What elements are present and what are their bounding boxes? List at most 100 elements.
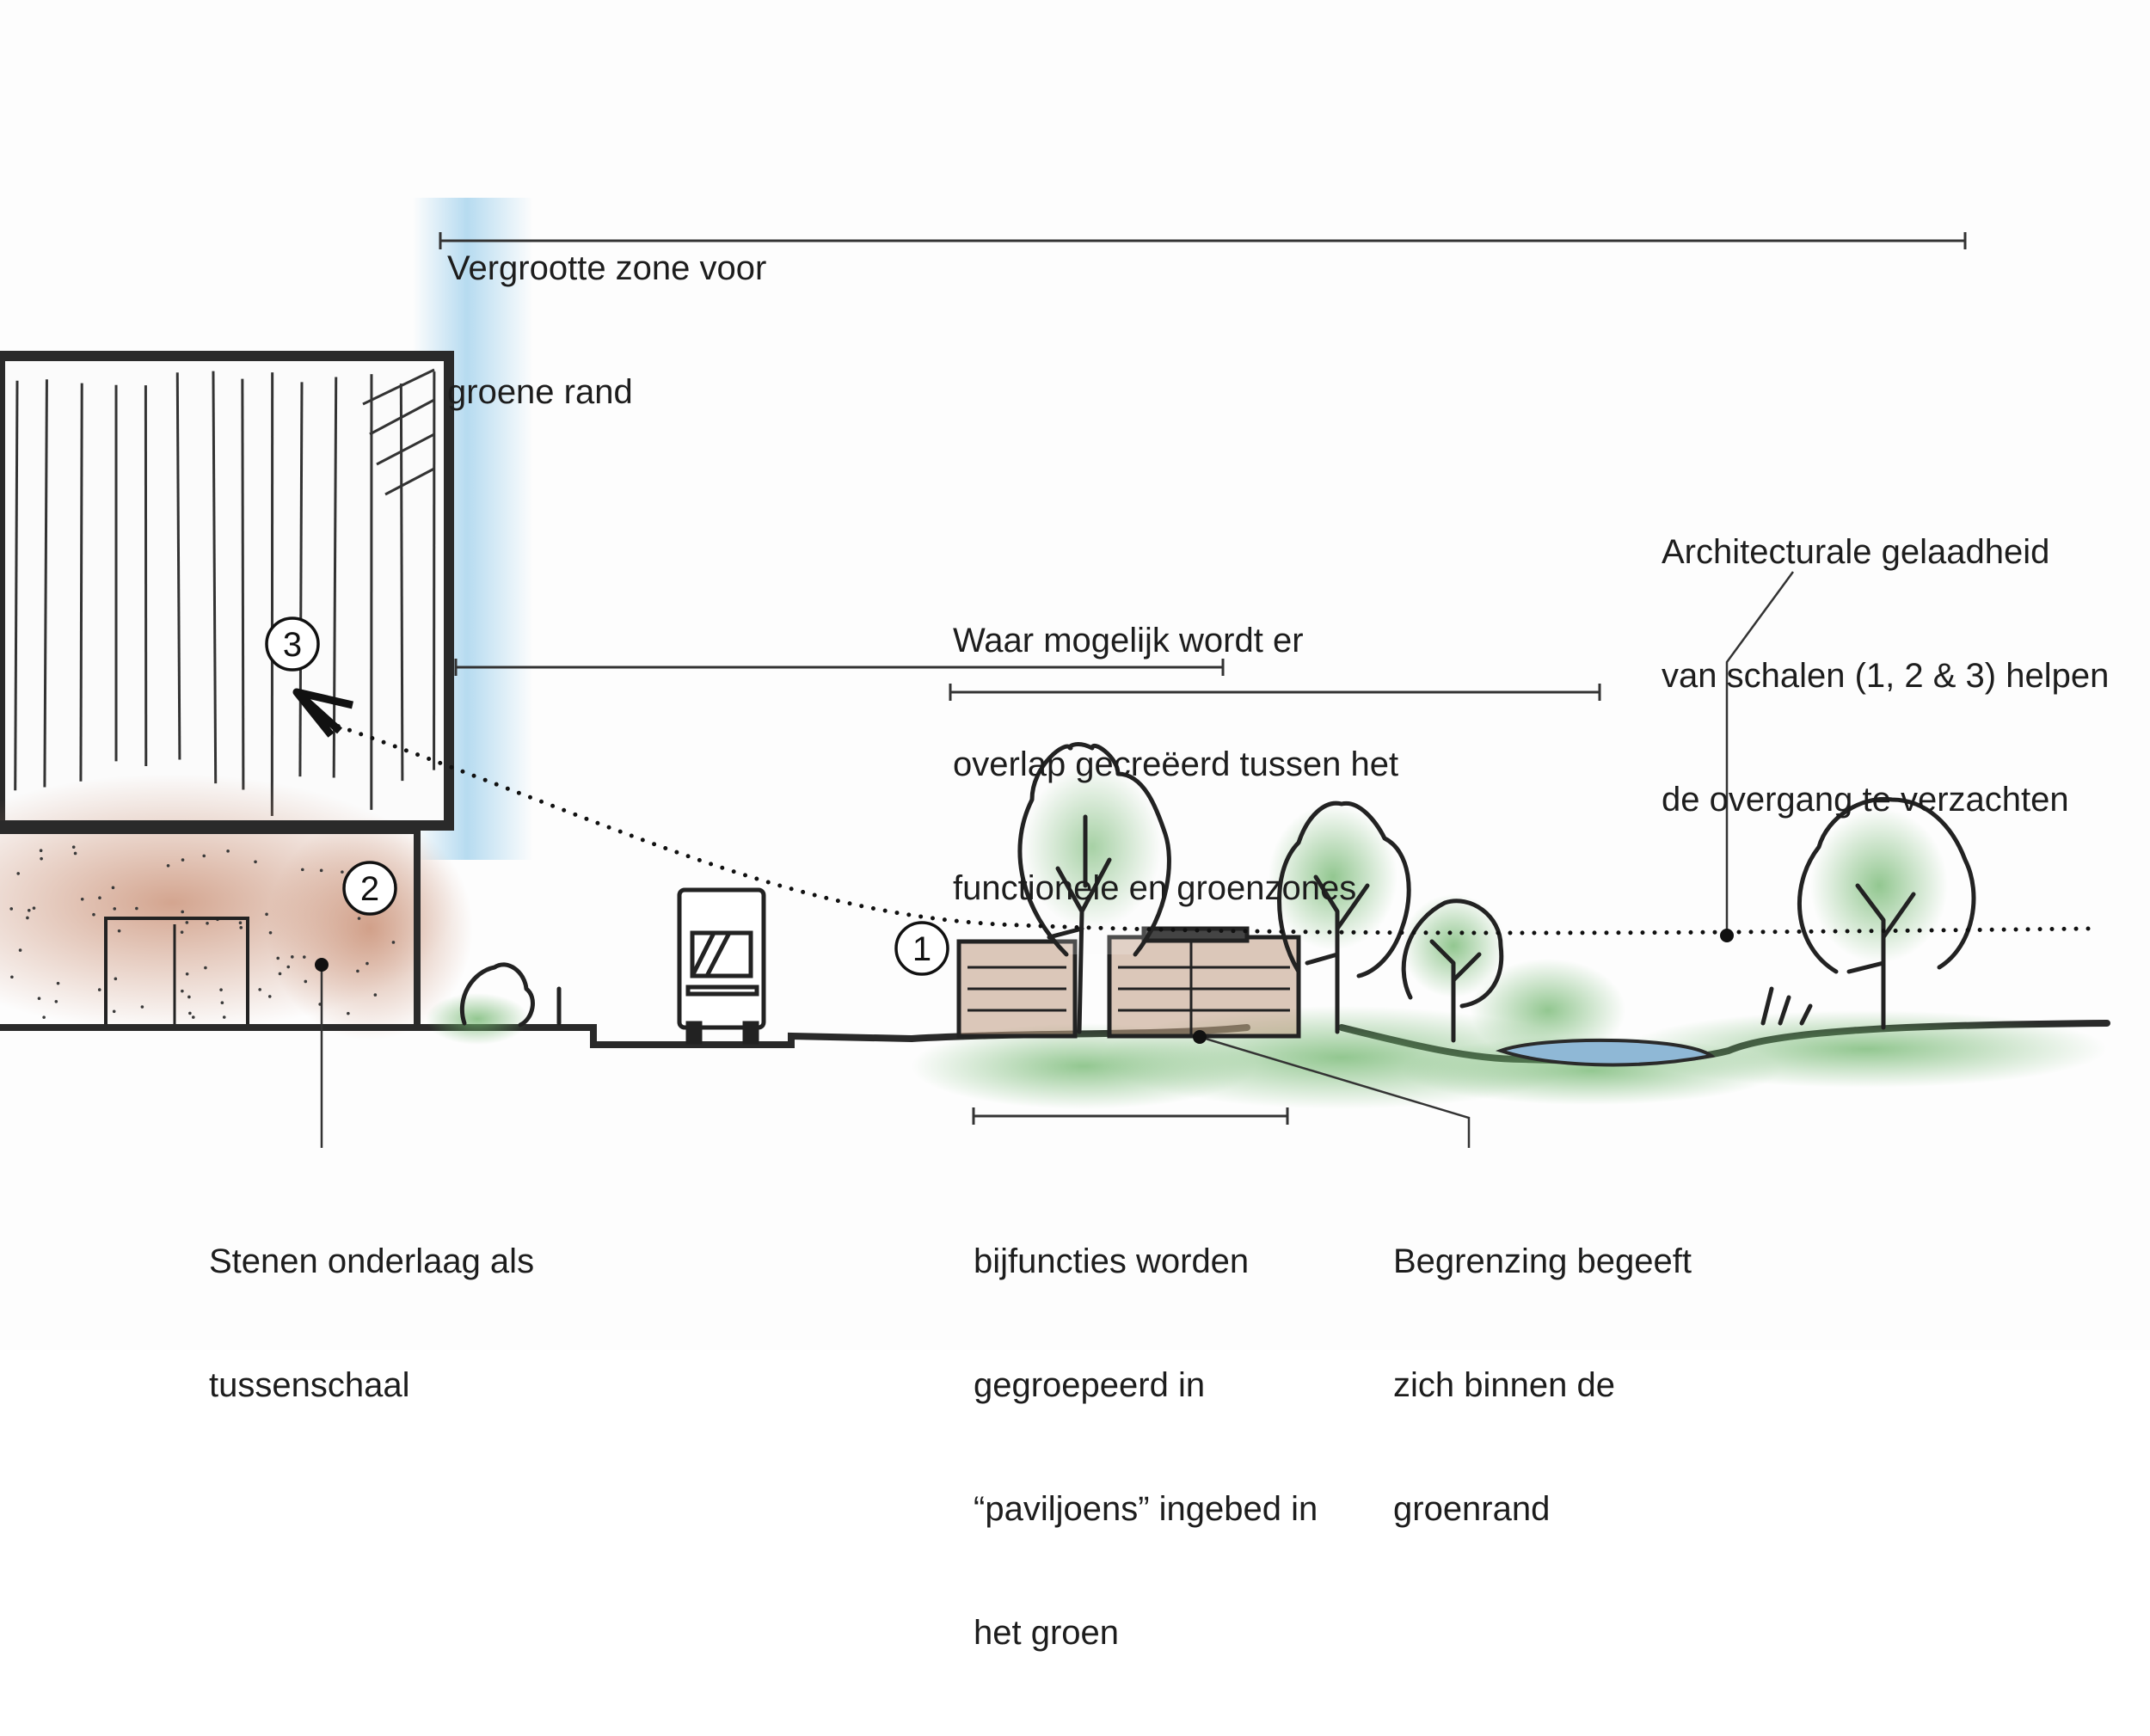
brick-speckle: [74, 852, 77, 856]
annotation-boundary: Begrenzing begeeft zich binnen de groenr…: [1393, 1158, 1692, 1612]
brick-speckle: [38, 997, 41, 1000]
brick-speckle: [98, 896, 101, 899]
brick-speckle: [42, 1015, 46, 1019]
brick-speckle: [374, 993, 378, 997]
brick-speckle: [219, 988, 223, 991]
cladding-stroke: [81, 383, 82, 782]
brick-speckle: [26, 917, 29, 920]
brick-speckle: [291, 955, 294, 959]
brick-speckle: [392, 941, 396, 944]
dot-stone: [315, 958, 329, 972]
marker-2: 2: [344, 862, 396, 914]
cladding-stroke: [401, 383, 402, 781]
brick-speckle: [19, 948, 22, 952]
brick-speckle: [33, 906, 36, 910]
annotation-overlap: Waar mogelijk wordt er overlap gecreëerd…: [953, 537, 1398, 991]
annotation-architectural: Architecturale gelaadheid van schalen (1…: [1662, 449, 2109, 903]
brick-speckle: [141, 1005, 144, 1009]
brick-speckle: [10, 975, 14, 978]
brick-speckle: [265, 912, 268, 916]
brick-speckle: [187, 996, 191, 999]
brick-speckle: [181, 930, 184, 934]
brick-speckle: [204, 966, 207, 970]
brick-speckle: [356, 970, 359, 973]
annotation-stone-base: Stenen onderlaag als tussenschaal: [209, 1158, 534, 1488]
brick-speckle: [114, 978, 118, 981]
brick-speckle: [303, 955, 306, 959]
annotation-pavilions: bijfuncties worden gegroepeerd in “pavil…: [974, 1158, 1318, 1736]
brick-speckle: [40, 849, 43, 852]
annotation-line: groenrand: [1393, 1488, 1692, 1530]
annotation-green-zone: Vergrootte zone voor groene rand: [447, 165, 766, 495]
vehicle: [679, 890, 764, 1042]
brick-speckle: [181, 990, 184, 993]
brick-speckle: [206, 922, 209, 925]
brick-speckle: [57, 982, 60, 985]
brick-speckle: [55, 1000, 58, 1003]
dot-boundary: [1193, 1030, 1207, 1044]
marker-1: 1: [896, 923, 948, 974]
brick-speckle: [16, 872, 20, 875]
marker-1-label: 1: [912, 930, 931, 968]
annotation-line: Architecturale gelaadheid: [1662, 531, 2109, 573]
brick-speckle: [223, 1015, 226, 1019]
dim-pavilions: [974, 1107, 1287, 1125]
brick-speckle: [258, 988, 261, 991]
brick-speckle: [113, 907, 116, 911]
brick-speckle: [320, 869, 323, 873]
annotation-line: “paviljoens” ingebed in: [974, 1488, 1318, 1530]
brick-speckle: [72, 845, 76, 849]
brick-speckle: [181, 858, 185, 862]
annotation-line: zich binnen de: [1393, 1365, 1692, 1406]
marker-3: 3: [267, 618, 318, 670]
annotation-line: bijfuncties worden: [974, 1241, 1318, 1282]
annotation-line: Begrenzing begeeft: [1393, 1241, 1692, 1282]
brick-speckle: [239, 926, 243, 929]
brick-speckle: [268, 995, 272, 998]
brick-speckle: [347, 1012, 350, 1015]
cladding-stroke: [300, 382, 302, 776]
brick-speckle: [221, 1001, 224, 1004]
brick-speckle: [40, 857, 43, 861]
brick-speckle: [135, 907, 138, 911]
annotation-line: Vergrootte zone voor: [447, 248, 766, 289]
building-upper-volume: [0, 356, 449, 825]
brick-speckle: [81, 898, 84, 901]
brick-speckle: [366, 962, 369, 966]
brick-speckle: [301, 868, 304, 872]
brick-speckle: [192, 1015, 195, 1019]
brick-speckle: [239, 921, 243, 924]
annotation-line: de overgang te verzachten: [1662, 779, 2109, 820]
brick-speckle: [341, 870, 344, 874]
brick-speckle: [28, 909, 31, 912]
section-sketch: 1 2 3 Vergrootte zone voor groene rand W…: [0, 0, 2150, 1350]
annotation-line: Stenen onderlaag als: [209, 1241, 534, 1282]
marker-2-label: 2: [360, 870, 379, 908]
brick-speckle: [9, 907, 13, 911]
brick-speckle: [113, 1009, 116, 1013]
annotation-line: Waar mogelijk wordt er: [953, 620, 1398, 661]
brick-speckle: [167, 864, 170, 868]
brick-speckle: [118, 929, 121, 933]
brick-speckle: [304, 980, 307, 984]
marker-3-label: 3: [283, 626, 302, 664]
brick-speckle: [98, 988, 101, 991]
annotation-line: van schalen (1, 2 & 3) helpen: [1662, 655, 2109, 696]
brick-speckle: [181, 911, 184, 914]
brick-speckle: [286, 966, 290, 969]
dot-architectural: [1720, 929, 1734, 942]
annotation-line: groene rand: [447, 371, 766, 413]
annotation-line: functionele en groenzones: [953, 868, 1398, 909]
brick-speckle: [279, 972, 282, 976]
annotation-line: gegroepeerd in: [974, 1365, 1318, 1406]
brick-speckle: [358, 917, 361, 920]
annotation-line: tussenschaal: [209, 1365, 534, 1406]
brick-speckle: [186, 921, 189, 924]
brick-speckle: [188, 1012, 192, 1015]
annotation-line: het groen: [974, 1612, 1318, 1653]
brick-speckle: [186, 972, 189, 976]
brick-speckle: [254, 860, 257, 863]
brick-speckle: [112, 886, 115, 890]
annotation-line: overlap gecreëerd tussen het: [953, 744, 1398, 785]
brick-speckle: [202, 855, 206, 858]
